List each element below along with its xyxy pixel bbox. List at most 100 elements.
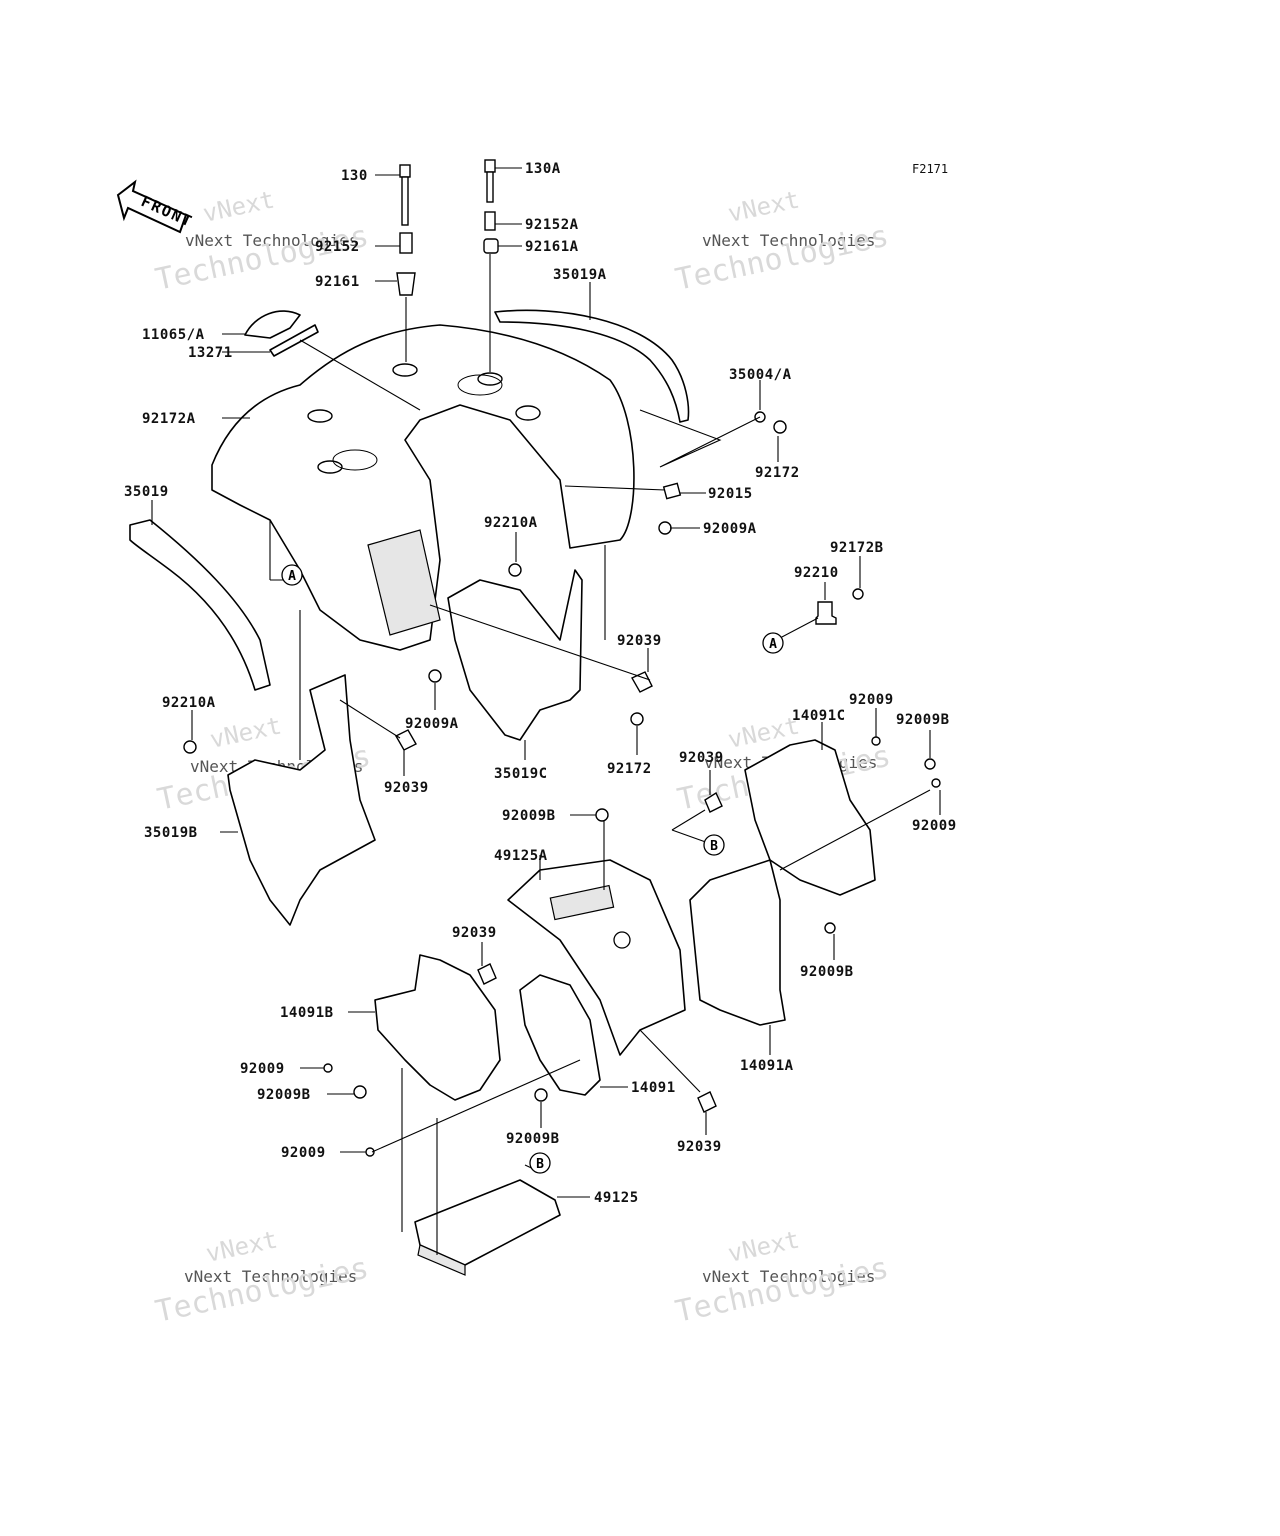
part-label: 92009A bbox=[703, 521, 757, 537]
bolt-92009B-right bbox=[924, 758, 936, 770]
watermark-bottom-left: vNext vNext Technologies Technologies bbox=[152, 1225, 371, 1329]
screw-92172-lower bbox=[630, 712, 644, 726]
part-label: 35004/A bbox=[729, 367, 792, 383]
svg-text:B: B bbox=[710, 839, 718, 854]
front-arrow-icon: FRONT bbox=[116, 179, 196, 234]
watermark-bottom-right: vNext vNext Technologies Technologies bbox=[672, 1225, 891, 1329]
clip-92039-left bbox=[395, 729, 417, 751]
fender-flare-right bbox=[494, 309, 690, 423]
part-label: 92172 bbox=[755, 465, 800, 481]
fastener-bolt-130A bbox=[484, 159, 496, 203]
part-label: 92015 bbox=[708, 486, 753, 502]
bolt-92009B-bottom bbox=[534, 1088, 548, 1102]
part-label: 92210A bbox=[484, 515, 538, 531]
inner-guard-35019C bbox=[447, 569, 583, 741]
part-label: 92161 bbox=[315, 274, 360, 290]
callout-a-left: A bbox=[281, 564, 303, 586]
part-label: 49125A bbox=[494, 848, 548, 864]
svg-text:vNext: vNext bbox=[200, 185, 276, 227]
part-label: 130 bbox=[341, 168, 368, 184]
grommet-92161 bbox=[396, 272, 416, 296]
collar-92210 bbox=[815, 601, 837, 625]
side-cover-14091 bbox=[519, 974, 601, 1096]
part-label: 14091C bbox=[792, 708, 846, 724]
watermark-top-right: vNext vNext Technologies Technologies bbox=[672, 185, 891, 297]
svg-text:vNext Technologies: vNext Technologies bbox=[702, 1267, 875, 1286]
part-label: 92039 bbox=[384, 780, 429, 796]
collar-92152A bbox=[484, 211, 496, 231]
part-label: 92210 bbox=[794, 565, 839, 581]
nut-92015 bbox=[662, 482, 682, 500]
callout-a-right: A bbox=[762, 632, 784, 654]
svg-text:Technologies: Technologies bbox=[152, 1251, 371, 1330]
part-label: 92009B bbox=[506, 1131, 560, 1147]
bolt-92009A-lower bbox=[428, 669, 442, 683]
part-label: 92009B bbox=[257, 1087, 311, 1103]
part-label: 92009B bbox=[896, 712, 950, 728]
part-label: 14091 bbox=[631, 1080, 676, 1096]
part-label: 92172B bbox=[830, 540, 884, 556]
bolt-92009B-left bbox=[353, 1085, 367, 1099]
svg-text:A: A bbox=[288, 569, 296, 584]
bolt-92009-right2 bbox=[931, 778, 941, 788]
svg-text:vNext: vNext bbox=[725, 1225, 801, 1267]
nut-92210A-upper bbox=[508, 563, 522, 577]
part-label: 49125 bbox=[594, 1190, 639, 1206]
fastener-bolt-130 bbox=[399, 164, 411, 226]
collar-92152 bbox=[399, 232, 413, 254]
strip-13271 bbox=[269, 324, 319, 357]
part-label: 92009 bbox=[240, 1061, 285, 1077]
screw-92172B bbox=[852, 588, 864, 600]
part-label: 14091B bbox=[280, 1005, 334, 1021]
part-label: 130A bbox=[525, 161, 561, 177]
svg-text:vNext: vNext bbox=[207, 711, 283, 753]
part-label: 92039 bbox=[677, 1139, 722, 1155]
part-label: 14091A bbox=[740, 1058, 794, 1074]
svg-text:A: A bbox=[769, 637, 777, 652]
clip-92039-center bbox=[477, 963, 497, 985]
part-label: 92039 bbox=[452, 925, 497, 941]
part-label: 35019 bbox=[124, 484, 169, 500]
side-cover-14091A bbox=[689, 859, 786, 1026]
part-label: 35019B bbox=[144, 825, 198, 841]
bolt-92009-left1 bbox=[323, 1063, 333, 1073]
part-label: 11065/A bbox=[142, 327, 205, 343]
part-label: 92172A bbox=[142, 411, 196, 427]
part-label: 92152 bbox=[315, 239, 360, 255]
part-label: 92039 bbox=[679, 750, 724, 766]
clip-92039-upper bbox=[631, 671, 653, 693]
part-label: 92172 bbox=[607, 761, 652, 777]
part-label: 92009 bbox=[849, 692, 894, 708]
clip-92039-bottom bbox=[697, 1091, 717, 1113]
svg-text:vNext: vNext bbox=[725, 185, 801, 227]
rear-fender bbox=[211, 324, 635, 651]
part-label: 92161A bbox=[525, 239, 579, 255]
part-label: 35019C bbox=[494, 766, 548, 782]
clip-92039-right bbox=[704, 791, 723, 813]
part-label: 35019A bbox=[553, 267, 607, 283]
part-labels: 130 130A 92152 92152A 92161 92161A 35019… bbox=[124, 161, 957, 1206]
svg-text:vNext Technologies: vNext Technologies bbox=[702, 231, 875, 250]
part-label: 92039 bbox=[617, 633, 662, 649]
svg-text:vNext Technologies: vNext Technologies bbox=[184, 1267, 357, 1286]
screw-92172 bbox=[773, 420, 787, 434]
svg-text:vNext Technologies: vNext Technologies bbox=[185, 231, 358, 250]
bolt-92009-right1 bbox=[871, 736, 881, 746]
part-label: 92210A bbox=[162, 695, 216, 711]
fender-flare-left bbox=[129, 519, 271, 691]
svg-text:vNext: vNext bbox=[203, 1225, 279, 1267]
svg-text:B: B bbox=[536, 1157, 544, 1172]
part-label: 92009B bbox=[502, 808, 556, 824]
bolt-92009B-right-lower bbox=[824, 922, 836, 934]
bolt-92009A-upper bbox=[658, 521, 672, 535]
part-label: 92152A bbox=[525, 217, 579, 233]
figure-code: F2171 bbox=[912, 162, 948, 176]
mud-flap-35019B bbox=[227, 674, 376, 926]
bracket-11065 bbox=[244, 310, 301, 339]
side-cover-14091C bbox=[744, 739, 876, 896]
part-label: 92009 bbox=[912, 818, 957, 834]
side-cover-14091B bbox=[374, 954, 501, 1101]
part-label: 92009B bbox=[800, 964, 854, 980]
callout-b-bottom: B bbox=[529, 1152, 551, 1174]
